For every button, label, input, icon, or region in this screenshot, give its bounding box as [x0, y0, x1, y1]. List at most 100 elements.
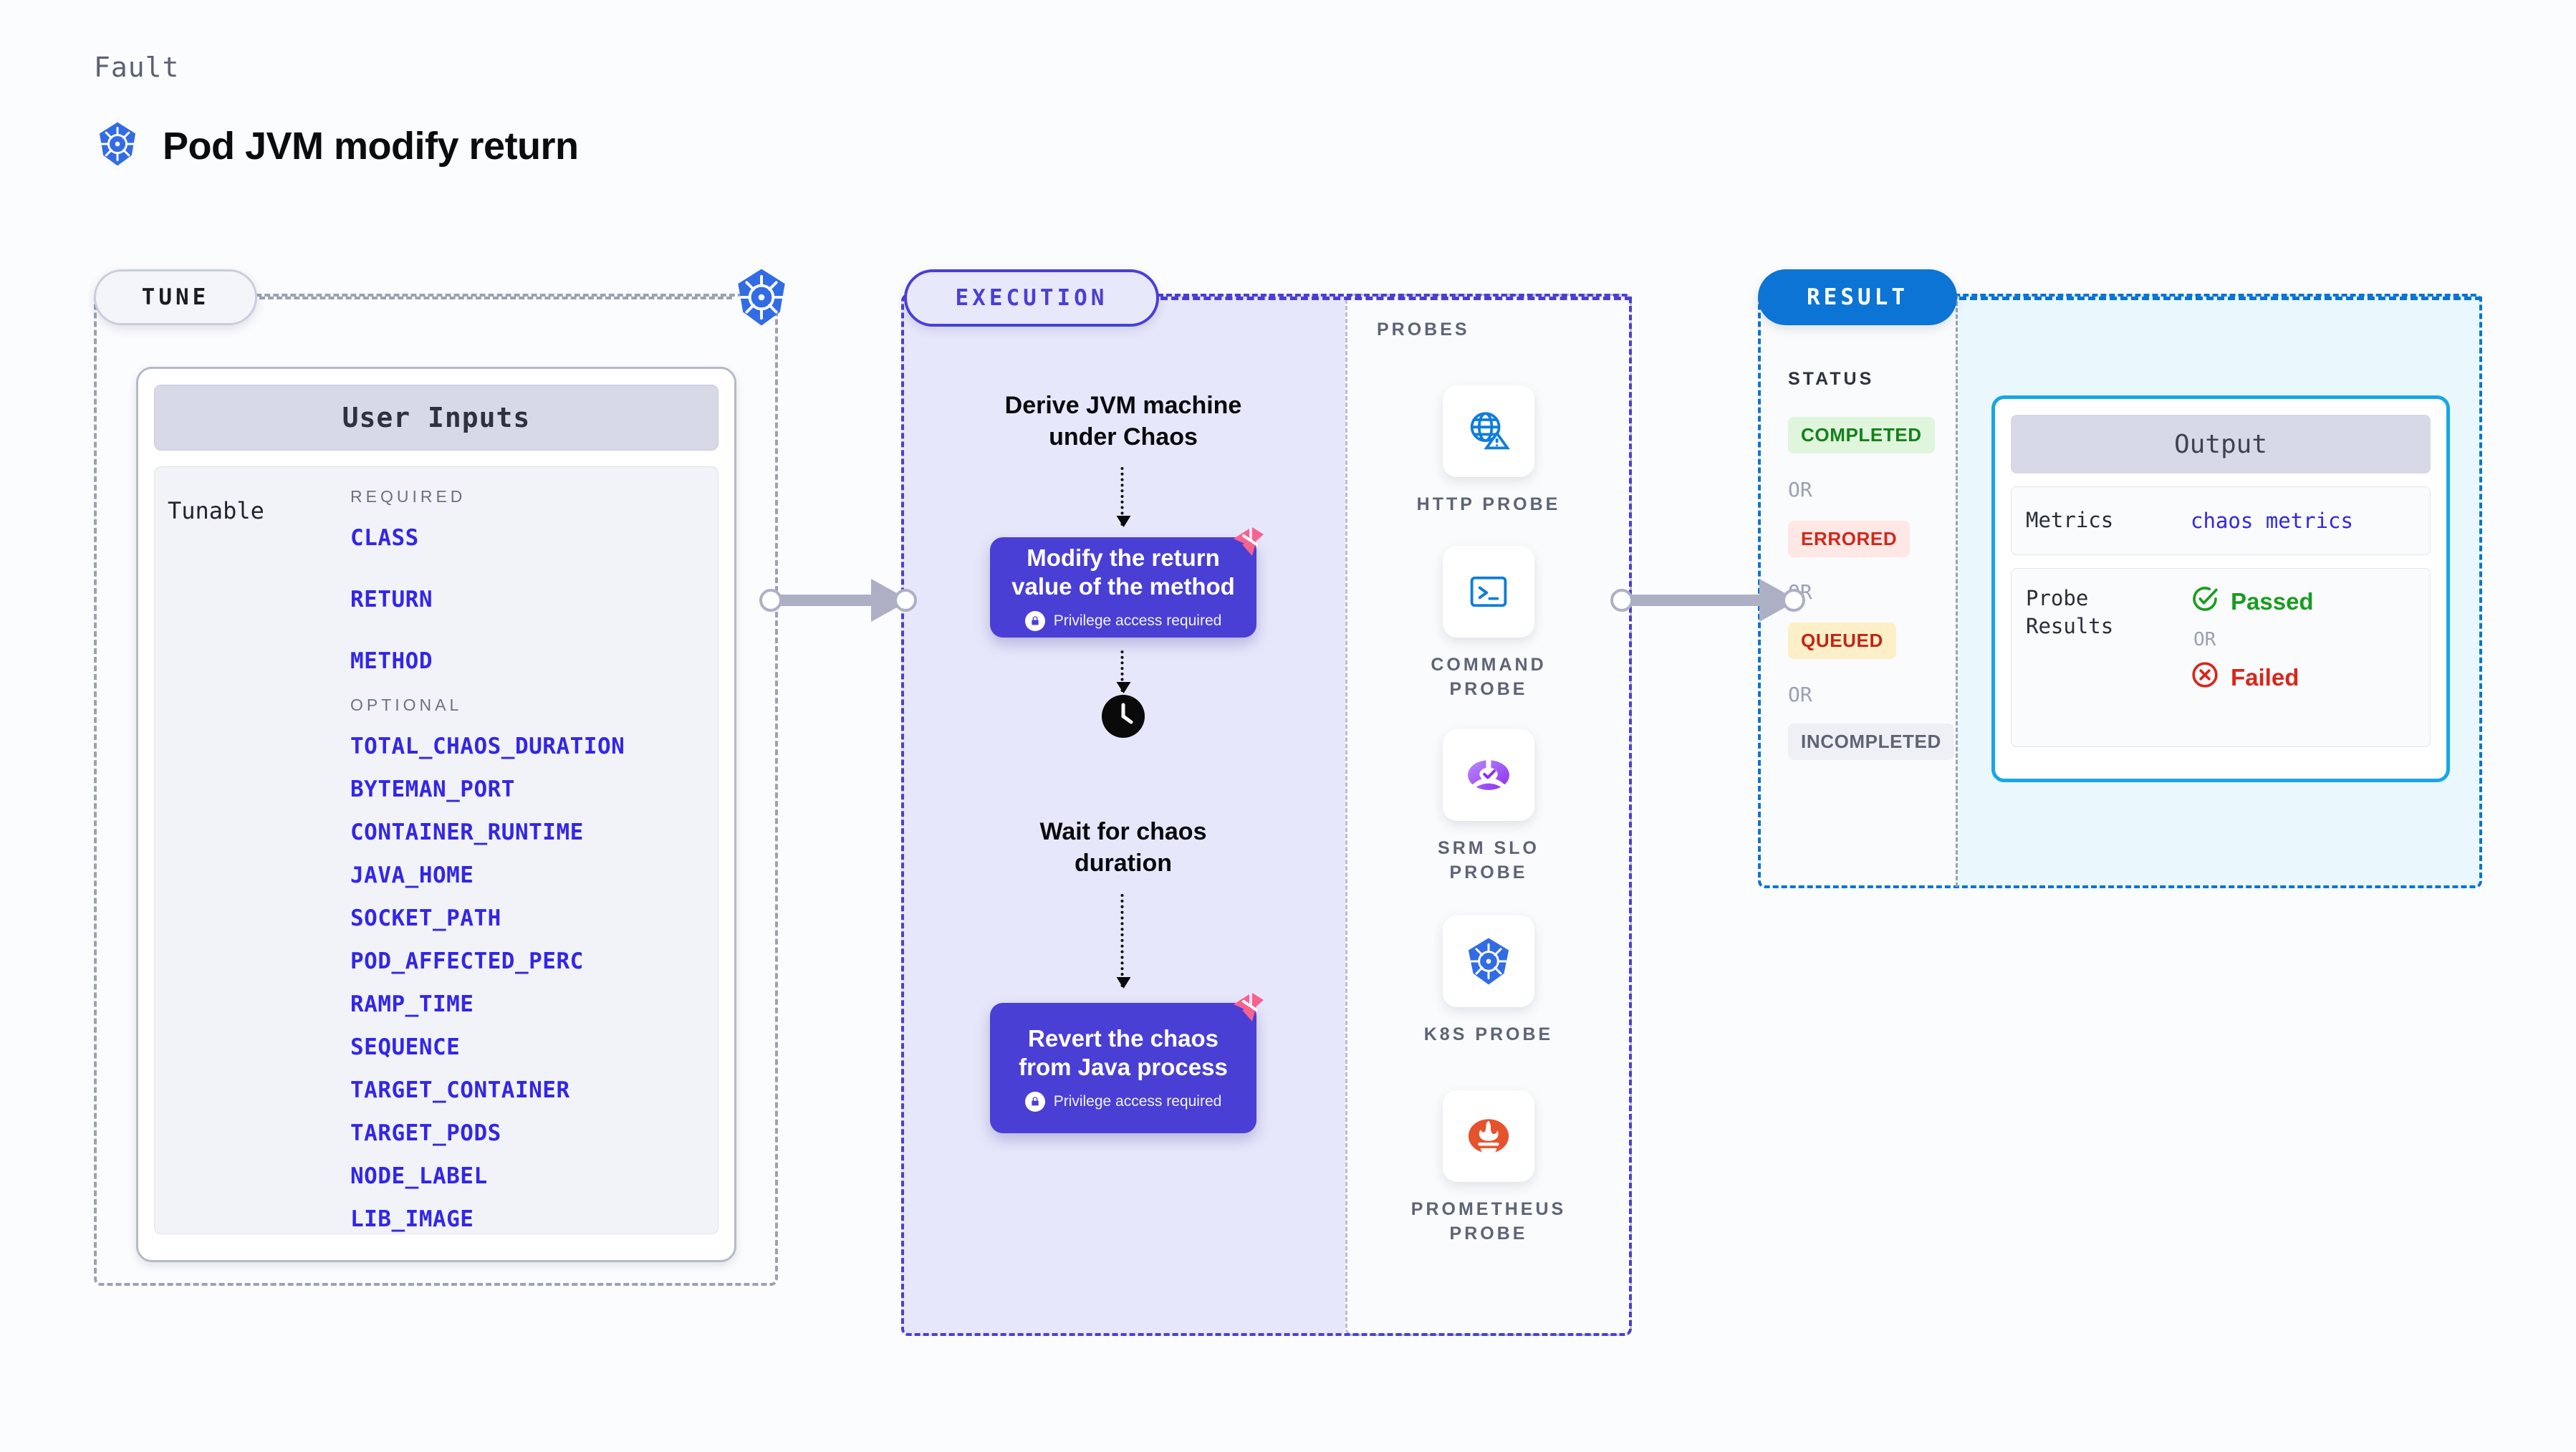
probe-item-http[interactable]: HTTP PROBE — [1397, 385, 1580, 517]
param-item[interactable]: TOTAL_CHAOS_DURATION — [350, 734, 625, 759]
param-item[interactable]: JAVA_HOME — [350, 862, 474, 888]
param-item[interactable]: RAMP_TIME — [350, 991, 474, 1017]
derive-step-text: Derive JVM machine under Chaos — [1004, 392, 1242, 451]
user-inputs-body: Tunable REQUIRED CLASS RETURN METHOD OPT… — [154, 466, 719, 1234]
execution-region — [901, 294, 1632, 1336]
kubernetes-icon — [731, 266, 792, 328]
output-probe-results-row: Probe Results Passed OR — [2011, 568, 2431, 747]
or-label: OR — [1788, 478, 1812, 501]
probe-results-values: Passed OR Failed — [2191, 585, 2314, 731]
privilege-note-text: Privilege access required — [1053, 1093, 1222, 1110]
param-item[interactable]: TARGET_PODS — [350, 1120, 501, 1146]
prometheus-icon — [1443, 1090, 1534, 1182]
param-item[interactable]: TARGET_CONTAINER — [350, 1077, 570, 1103]
probe-item-srm-slo[interactable]: SRM SLO PROBE — [1397, 729, 1580, 885]
status-badge: ERRORED — [1788, 521, 1911, 557]
param-item[interactable]: CONTAINER_RUNTIME — [350, 819, 584, 845]
check-circle-icon — [2191, 585, 2219, 619]
probe-label: HTTP PROBE — [1416, 494, 1561, 514]
status-badge: INCOMPLETED — [1788, 723, 1954, 760]
execution-leader-line — [1160, 297, 1632, 300]
x-circle-icon — [2191, 660, 2219, 695]
execution-flow: Derive JVM machine under Chaos Modify th… — [901, 294, 1345, 1336]
metrics-value[interactable]: chaos metrics — [2191, 509, 2353, 533]
wait-duration-text: Wait for chaos duration — [1039, 818, 1207, 877]
tune-leader-line — [259, 297, 732, 299]
flow-arrow-1 — [1116, 467, 1130, 527]
probe-label: COMMAND PROBE — [1431, 655, 1547, 699]
param-item[interactable]: NODE_LABEL — [350, 1163, 488, 1189]
status-badge: QUEUED — [1788, 622, 1896, 659]
lock-icon — [1024, 611, 1045, 632]
slo-donut-icon — [1443, 729, 1534, 821]
result-pill[interactable]: RESULT — [1758, 269, 1957, 325]
result-divider — [1956, 295, 1958, 887]
tune-region — [94, 294, 778, 1286]
globe-warning-icon — [1443, 385, 1534, 477]
param-item[interactable]: SEQUENCE — [350, 1034, 461, 1060]
optional-params: TOTAL_CHAOS_DURATION BYTEMAN_PORT CONTAI… — [350, 734, 711, 1232]
litmus-icon — [1228, 521, 1271, 564]
page-title-text: Pod JVM modify return — [163, 124, 579, 168]
connector-endpoint — [894, 589, 917, 612]
connector-endpoint — [759, 589, 782, 612]
param-item[interactable]: METHOD — [350, 648, 433, 674]
probes-title: PROBES — [1377, 319, 1470, 340]
optional-group-label: OPTIONAL — [350, 696, 463, 714]
probe-results-key: Probe Results — [2026, 586, 2114, 639]
or-label: OR — [2193, 629, 2216, 650]
modify-return-title: Modify the return value of the method — [1011, 544, 1235, 600]
flow-arrow-3 — [1116, 894, 1130, 989]
param-item[interactable]: BYTEMAN_PORT — [350, 777, 515, 802]
required-params: CLASS RETURN METHOD — [350, 525, 711, 674]
privilege-note-text: Privilege access required — [1053, 612, 1222, 630]
connector-execution-to-result — [1610, 579, 1805, 622]
output-metrics-row: Metrics chaos metrics — [2011, 486, 2431, 555]
user-inputs-title: User Inputs — [154, 385, 719, 451]
flow-arrow-2 — [1116, 650, 1130, 693]
required-group-label: REQUIRED — [350, 487, 466, 506]
output-title: Output — [2011, 415, 2431, 473]
terminal-icon — [1443, 546, 1534, 638]
kubernetes-icon — [94, 120, 141, 171]
param-item[interactable]: RETURN — [350, 587, 433, 612]
privilege-note: Privilege access required — [1024, 611, 1222, 632]
user-inputs-card: User Inputs Tunable REQUIRED CLASS RETUR… — [136, 367, 736, 1262]
or-label: OR — [1788, 683, 1812, 706]
connector-endpoint — [1782, 589, 1805, 612]
probe-passed-label: Passed — [2231, 588, 2314, 615]
probe-item-prometheus[interactable]: PROMETHEUS PROBE — [1397, 1090, 1580, 1246]
probe-result-passed: Passed — [2191, 585, 2314, 619]
connector-endpoint — [1610, 589, 1633, 612]
probe-item-k8s[interactable]: K8S PROBE — [1397, 915, 1580, 1047]
param-item[interactable]: SOCKET_PATH — [350, 905, 501, 931]
clock-icon — [1100, 693, 1146, 739]
param-item[interactable]: POD_AFFECTED_PERC — [350, 948, 584, 974]
lock-icon — [1024, 1092, 1045, 1112]
probe-item-command[interactable]: COMMAND PROBE — [1397, 546, 1580, 702]
probe-label: K8S PROBE — [1423, 1024, 1554, 1044]
revert-chaos-title: Revert the chaos from Java process — [1019, 1024, 1228, 1080]
parameter-list: REQUIRED CLASS RETURN METHOD OPTIONAL TO… — [350, 487, 711, 1232]
param-item[interactable]: CLASS — [350, 525, 419, 551]
privilege-note: Privilege access required — [1024, 1092, 1222, 1112]
page-title: Pod JVM modify return — [94, 120, 579, 171]
execution-pill[interactable]: EXECUTION — [904, 269, 1159, 327]
modify-return-card[interactable]: Modify the return value of the method Pr… — [990, 527, 1264, 638]
probe-result-failed: Failed — [2191, 660, 2314, 695]
kubernetes-icon — [1443, 915, 1534, 1007]
revert-chaos-card[interactable]: Revert the chaos from Java process Privi… — [990, 993, 1264, 1133]
fault-kicker: Fault — [94, 52, 180, 83]
probe-label: SRM SLO PROBE — [1438, 838, 1539, 883]
param-item[interactable]: LIB_IMAGE — [350, 1206, 474, 1232]
connector-tune-to-execution — [759, 579, 917, 622]
status-title: STATUS — [1788, 369, 1875, 389]
status-badge: COMPLETED — [1788, 417, 1935, 453]
probe-label: PROMETHEUS PROBE — [1410, 1199, 1567, 1244]
result-leader-line — [1959, 297, 2482, 300]
litmus-icon — [1228, 987, 1271, 1030]
tune-pill[interactable]: TUNE — [94, 269, 257, 325]
output-card: Output Metrics chaos metrics Probe Resul… — [1991, 395, 2450, 782]
tunable-label: Tunable — [168, 497, 264, 524]
